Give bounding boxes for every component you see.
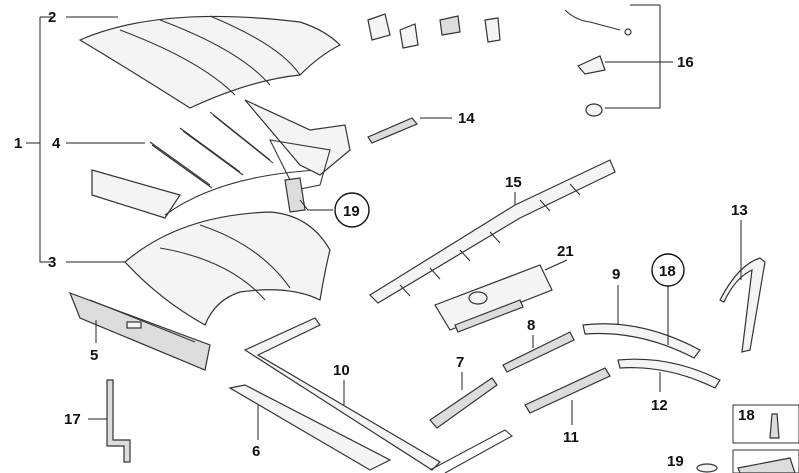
- label-11: 11: [563, 429, 579, 446]
- grommet-16: [585, 103, 603, 117]
- label-3: 3: [48, 254, 56, 271]
- label-7: 7: [456, 354, 464, 371]
- label-13: 13: [731, 202, 748, 219]
- top-frame-mechanism: [91, 99, 351, 219]
- label-14: 14: [458, 110, 475, 127]
- callout-label-18: 18: [659, 263, 676, 280]
- label-2: 2: [48, 9, 56, 26]
- seal-strip-9: [582, 323, 701, 359]
- seal-frame: [228, 317, 513, 473]
- clips-set: [367, 13, 501, 49]
- label-1: 1: [14, 135, 22, 152]
- clip-16: [577, 55, 606, 75]
- legend-box-19: [696, 449, 799, 473]
- legend-box-18: [732, 404, 799, 444]
- legend-label-18: 18: [738, 407, 755, 424]
- label-16: 16: [677, 54, 694, 71]
- tool-17: [106, 379, 131, 463]
- seal-strip-7: [429, 377, 498, 429]
- label-17: 17: [64, 411, 81, 428]
- label-6: 6: [252, 443, 260, 460]
- rear-trim-strip: [68, 291, 211, 371]
- label-10: 10: [333, 362, 350, 379]
- label-8: 8: [527, 317, 535, 334]
- legend-label-19: 19: [667, 453, 684, 470]
- leader-lines: [26, 4, 742, 440]
- callout-circle-19: [334, 192, 370, 228]
- trim-strip-14: [367, 117, 418, 144]
- label-9: 9: [612, 266, 620, 283]
- seal-strip-11: [524, 367, 611, 414]
- label-21: 21: [557, 243, 574, 260]
- seal-strip-12: [617, 358, 721, 389]
- repair-kit-21: [434, 264, 553, 333]
- label-5: 5: [90, 347, 98, 364]
- headliner: [124, 211, 331, 326]
- label-15: 15: [505, 174, 522, 191]
- callout-circle-18: [651, 253, 685, 287]
- seal-strip-8: [502, 331, 575, 373]
- seal-strip-13: [719, 257, 766, 353]
- callout-label-19: 19: [343, 203, 360, 220]
- retaining-panel-15: [369, 159, 616, 304]
- soft-top-cover: [78, 15, 342, 109]
- label-12: 12: [651, 397, 668, 414]
- spring-wire-16: [564, 9, 632, 36]
- label-4: 4: [52, 135, 61, 152]
